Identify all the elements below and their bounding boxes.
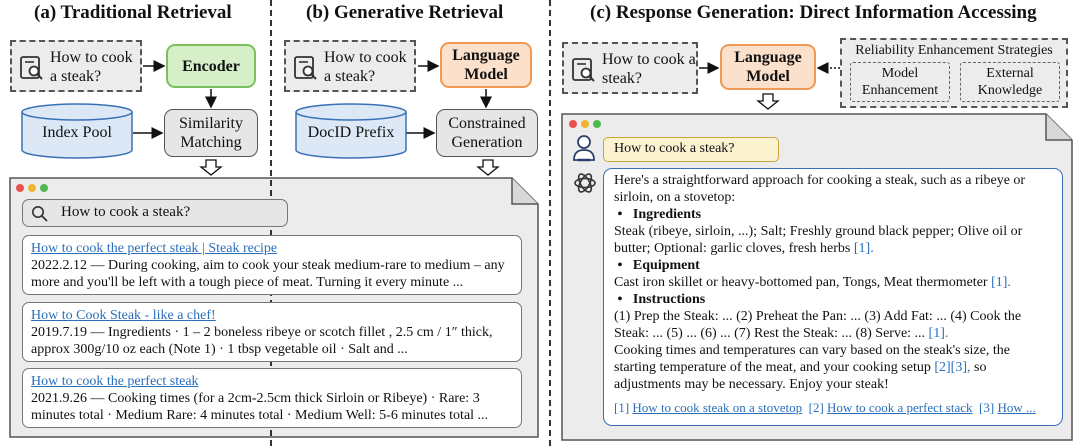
result-link[interactable]: How to Cook Steak - like a chef! — [31, 308, 216, 323]
index-pool-label: Index Pool — [42, 124, 112, 141]
panel-separator — [549, 0, 551, 446]
external-knowledge-box: External Knowledge — [960, 62, 1060, 102]
reference-link[interactable]: How to cook a perfect stack — [827, 400, 973, 415]
hollow-down-arrow-icon — [199, 159, 223, 176]
similarity-matching-box: Similarity Matching — [164, 109, 258, 157]
window-minimize-dot — [581, 120, 589, 128]
equipment-text: Cast iron skillet or heavy-bottomed pan,… — [614, 275, 1011, 290]
window-maximize-dot — [40, 184, 48, 192]
section-heading: • Ingredients — [614, 207, 702, 222]
instructions-text: (1) Prep the Steak: ... (2) Preheat the … — [614, 309, 1022, 341]
strategies-title: Reliability Enhancement Strategies — [855, 43, 1053, 58]
citation[interactable]: [2][3], — [934, 360, 971, 375]
docid-prefix-label: DocID Prefix — [307, 124, 395, 141]
language-model-box: Language Model — [720, 44, 816, 90]
result-link[interactable]: How to cook the perfect steak — [31, 374, 199, 389]
section-heading: • Instructions — [614, 292, 706, 307]
search-result: How to cook the perfect steak | Steak re… — [22, 235, 522, 295]
search-result: How to cook the perfect steak 2021.9.26 … — [22, 368, 522, 428]
query-text: How to cook a steak? — [602, 51, 696, 87]
language-model-box: Language Model — [440, 42, 532, 88]
result-snippet: 2021.9.26 — Cooking times (for a 2cm-2.5… — [31, 391, 489, 423]
search-doc-icon — [20, 56, 43, 80]
chatgpt-logo-icon — [574, 173, 596, 193]
search-doc-icon — [294, 56, 317, 80]
query-box-a: How to cook a steak? — [10, 40, 142, 92]
result-snippet: 2019.7.19 — Ingredients · 1 – 2 boneless… — [31, 325, 493, 357]
citation[interactable]: [1]. — [928, 326, 949, 341]
query-box-c: How to cook a steak? — [562, 42, 698, 94]
closing-text: Cooking times and temperatures can vary … — [614, 343, 1010, 392]
query-text: How to cook a steak? — [324, 49, 407, 85]
search-result: How to Cook Steak - like a chef! 2019.7.… — [22, 302, 522, 362]
constrained-generation-box: Constrained Generation — [436, 109, 538, 157]
search-query: How to cook a steak? — [61, 204, 191, 220]
reference-link[interactable]: How ... — [997, 400, 1036, 415]
ingredients-text: Steak (ribeye, sirloin, ...); Salt; Fres… — [614, 224, 1023, 256]
window-minimize-dot — [28, 184, 36, 192]
hollow-down-arrow-icon — [476, 159, 500, 176]
result-snippet: 2022.2.12 — During cooking, aim to cook … — [31, 258, 505, 290]
reliability-strategies-box: Reliability Enhancement Strategies Model… — [840, 38, 1068, 108]
encoder-box: Encoder — [166, 44, 256, 88]
reference-list: [1] How to cook steak on a stovetop [2] … — [614, 400, 1036, 415]
model-enhancement-box: Model Enhancement — [850, 62, 950, 102]
panel-a-title: (a) Traditional Retrieval — [34, 2, 232, 23]
panel-c-title: (c) Response Generation: Direct Informat… — [590, 2, 1037, 23]
hollow-down-arrow-icon — [756, 93, 780, 110]
reference-link[interactable]: How to cook steak on a stovetop — [632, 400, 803, 415]
search-icon — [32, 206, 48, 222]
window-maximize-dot — [593, 120, 601, 128]
citation[interactable]: [1]. — [991, 275, 1011, 290]
user-icon — [573, 135, 595, 162]
answer-intro: Here's a straightforward approach for co… — [614, 173, 1026, 205]
search-doc-icon — [572, 58, 595, 82]
citation[interactable]: [1]. — [853, 241, 874, 256]
panel-b-title: (b) Generative Retrieval — [306, 2, 504, 23]
database-icon — [21, 103, 133, 159]
query-text: How to cook a steak? — [50, 49, 133, 85]
user-message-bubble: How to cook a steak? — [603, 137, 779, 162]
section-heading: • Equipment — [614, 258, 700, 273]
query-box-b: How to cook a steak? — [284, 40, 416, 92]
window-close-dot — [16, 184, 24, 192]
window-close-dot — [569, 120, 577, 128]
result-link[interactable]: How to cook the perfect steak | Steak re… — [31, 241, 278, 256]
assistant-answer-bubble: Here's a straightforward approach for co… — [603, 168, 1063, 426]
search-input[interactable]: How to cook a steak? — [22, 199, 288, 227]
database-icon — [295, 103, 407, 159]
